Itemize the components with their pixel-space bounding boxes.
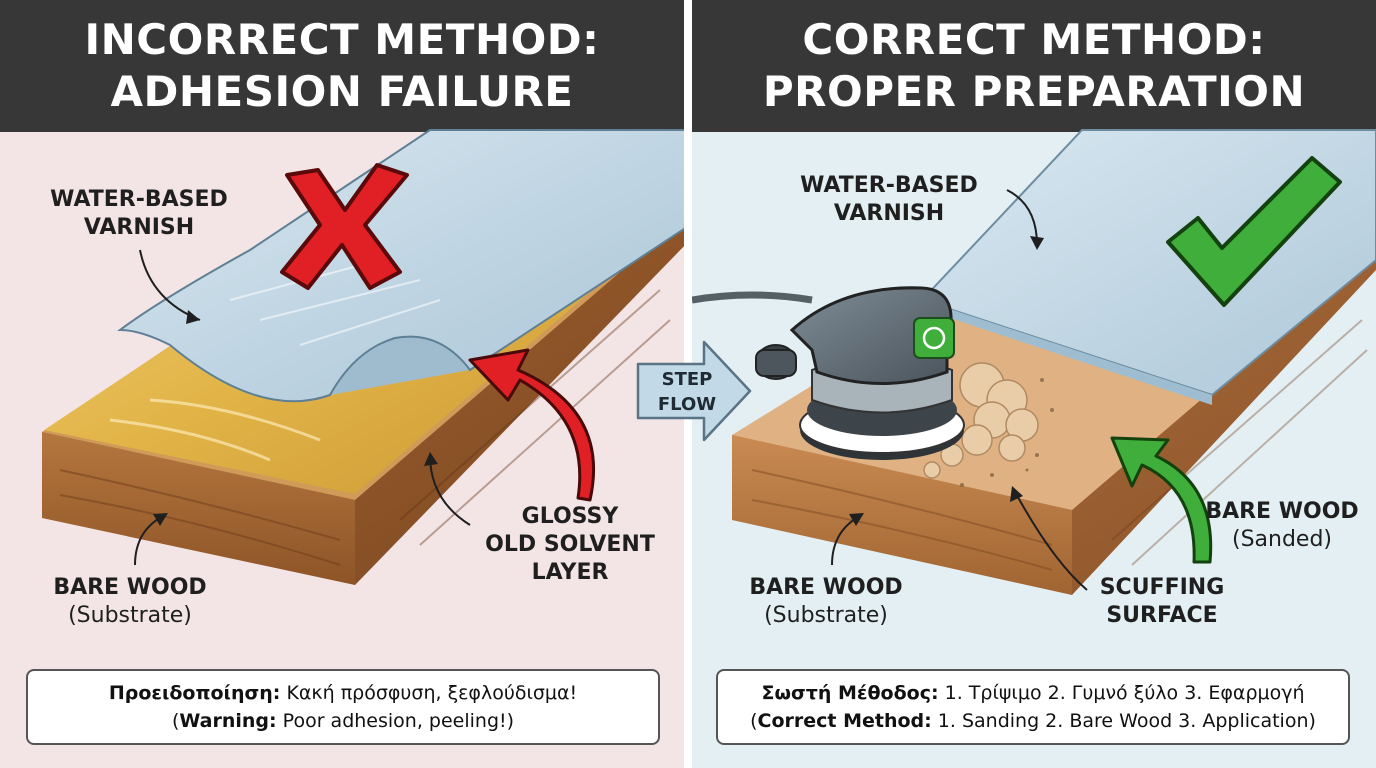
right-bare-wood-substrate-label: BARE WOOD (Substrate) xyxy=(749,575,903,628)
orbital-sander-icon xyxy=(692,286,965,460)
incorrect-title-line2: ADHESION FAILURE xyxy=(110,67,574,116)
green-check-icon xyxy=(1166,156,1342,307)
varnish-label: WATER-BASED VARNISH xyxy=(50,187,228,240)
step-flow-label: STEP FLOW xyxy=(657,369,717,415)
right-arrow-icon xyxy=(636,340,752,442)
correct-method-note: Σωστή Μέθοδος: 1. Τρίψιμο 2. Γυμνό ξύλο … xyxy=(716,669,1350,745)
right-varnish-label: WATER-BASED VARNISH xyxy=(800,173,978,226)
correct-scene xyxy=(692,129,1376,595)
warning-note: Προειδοποίηση: Κακή πρόσφυση, ξεφλούδισμ… xyxy=(26,669,660,745)
red-x-icon xyxy=(280,163,409,290)
bare-wood-substrate-label: BARE WOOD (Substrate) xyxy=(53,575,207,628)
green-arrow-icon xyxy=(1110,436,1213,564)
sanding-dust-icon xyxy=(923,362,1039,479)
red-peel-arrow-icon xyxy=(468,348,595,502)
correct-title-line2: PROPER PREPARATION xyxy=(762,67,1306,116)
correct-title-line1: CORRECT METHOD: xyxy=(802,15,1266,64)
correct-method-header: CORRECT METHOD: PROPER PREPARATION xyxy=(692,0,1376,132)
incorrect-title-line1: INCORRECT METHOD: xyxy=(84,15,600,64)
plank-front xyxy=(42,432,355,585)
incorrect-scene xyxy=(42,129,684,585)
applied-varnish-sheet xyxy=(920,129,1376,397)
bare-wood-sanded-label: BARE WOOD (Sanded) xyxy=(1205,499,1359,552)
glossy-layer-label: GLOSSY OLD SOLVENT LAYER xyxy=(485,504,655,585)
correct-method-panel: CORRECT METHOD: PROPER PREPARATION xyxy=(692,0,1376,768)
scuffing-surface-label: SCUFFING SURFACE xyxy=(1099,575,1225,628)
incorrect-method-header: INCORRECT METHOD: ADHESION FAILURE xyxy=(0,0,684,132)
incorrect-method-panel: INCORRECT METHOD: ADHESION FAILURE xyxy=(0,0,684,768)
